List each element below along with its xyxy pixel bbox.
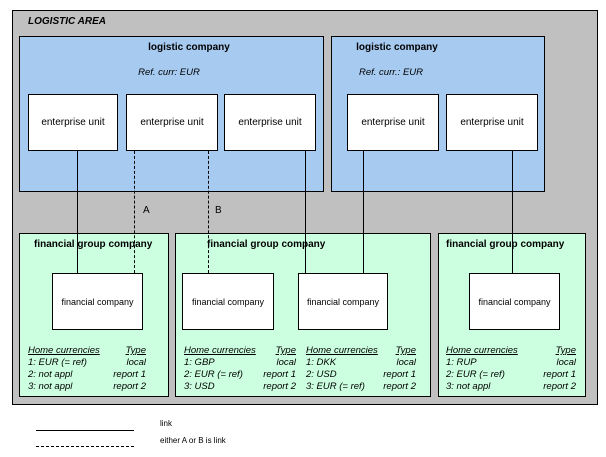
home-currencies-row: 1: RUP local (446, 357, 576, 368)
enterprise-unit-4: enterprise unit (347, 94, 439, 151)
logistic-company-2-title: logistic company (356, 42, 438, 53)
enterprise-unit-1: enterprise unit (28, 94, 118, 151)
home-currencies-row: 3: not appl report 2 (28, 381, 146, 392)
home-currencies-header: Home currencies Type (28, 345, 146, 356)
home-currencies-row: 3: not appl report 2 (446, 381, 576, 392)
legend-solid-line (36, 430, 134, 431)
home-currencies-row: 1: GBP local (184, 357, 296, 368)
financial-group-company-2-title: financial group company (207, 239, 326, 250)
home-currencies-row: 2: not appl report 1 (28, 369, 146, 380)
enterprise-unit-2: enterprise unit (126, 94, 218, 151)
logistic-company-1-ref-currency: Ref. curr: EUR (138, 67, 200, 78)
home-currencies-table-4: Home currencies Type 1: RUP local 2: EUR… (446, 345, 576, 393)
home-currencies-row: 3: EUR (= ref) report 2 (306, 381, 416, 392)
financial-company-3: financial company (298, 273, 388, 330)
home-currencies-row: 2: EUR (= ref) report 1 (184, 369, 296, 380)
logistic-company-1-title: logistic company (148, 42, 230, 53)
home-currencies-row: 3: USD report 2 (184, 381, 296, 392)
link-line-a (134, 151, 135, 273)
legend-dashed-line (36, 446, 134, 447)
legend-dashed-label: either A or B is link (160, 436, 226, 445)
financial-group-company-3-title: financial group company (446, 239, 565, 250)
financial-company-2: financial company (182, 273, 274, 330)
home-currencies-header: Home currencies Type (184, 345, 296, 356)
home-currencies-table-1: Home currencies Type 1: EUR (= ref) loca… (28, 345, 146, 393)
link-label-b: B (215, 205, 222, 216)
link-line-eu5-fc4 (512, 151, 513, 273)
financial-group-company-1-title: financial group company (34, 239, 153, 250)
home-currencies-table-2: Home currencies Type 1: GBP local 2: EUR… (184, 345, 296, 393)
link-line-eu4-fc3 (363, 151, 364, 273)
home-currencies-header: Home currencies Type (446, 345, 576, 356)
financial-company-1: financial company (52, 273, 143, 330)
home-currencies-row: 1: DKK local (306, 357, 416, 368)
home-currencies-table-3: Home currencies Type 1: DKK local 2: USD… (306, 345, 416, 393)
link-line-eu1-fc1 (77, 151, 78, 273)
home-currencies-row: 2: EUR (= ref) report 1 (446, 369, 576, 380)
logistic-area-title: LOGISTIC AREA (28, 16, 106, 27)
enterprise-unit-3: enterprise unit (224, 94, 316, 151)
home-currencies-row: 1: EUR (= ref) local (28, 357, 146, 368)
financial-company-4: financial company (469, 273, 560, 330)
link-line-b (208, 151, 209, 273)
logistic-company-2-ref-currency: Ref. curr.: EUR (358, 67, 424, 78)
legend-solid-label: link (160, 419, 173, 428)
home-currencies-header: Home currencies Type (306, 345, 416, 356)
link-line-eu3-fc3 (305, 151, 306, 273)
home-currencies-row: 2: USD report 1 (306, 369, 416, 380)
enterprise-unit-5: enterprise unit (446, 94, 538, 151)
link-label-a: A (143, 205, 150, 216)
